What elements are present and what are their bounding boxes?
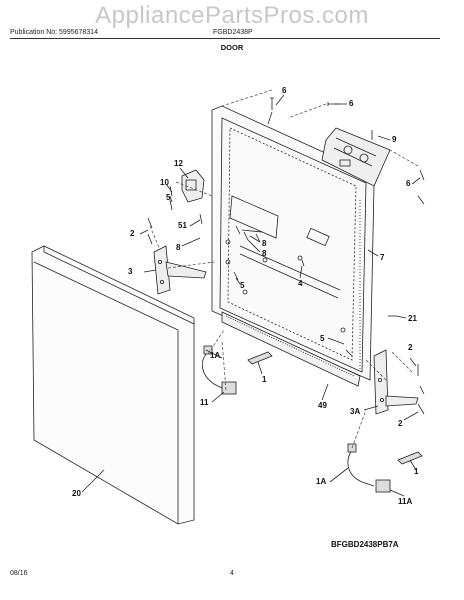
assembly-lines xyxy=(149,89,419,449)
callout-c5a: 5 xyxy=(166,193,171,202)
watermark: AppliancePartsPros.com xyxy=(95,2,369,29)
callout-c5b: 5 xyxy=(240,281,245,290)
callout-c1Aa: 1A xyxy=(210,351,220,360)
callout-c8b: 8 xyxy=(262,249,267,258)
callout-c3: 3 xyxy=(128,267,133,276)
left-hinge xyxy=(153,245,207,295)
callout-c6b: 6 xyxy=(349,99,354,108)
diagram-code: BFGBD2438PB7A xyxy=(331,540,399,549)
callout-c49: 49 xyxy=(318,401,327,410)
callout-c2b: 2 xyxy=(408,343,413,352)
callout-c7: 7 xyxy=(380,253,385,262)
callout-c10: 10 xyxy=(160,178,169,187)
door-gasket-strip xyxy=(221,311,361,387)
model-number: FGBD2438P xyxy=(213,29,253,36)
callout-c8a: 8 xyxy=(176,243,181,252)
right-hinge xyxy=(373,349,419,415)
footer-page-number: 4 xyxy=(230,570,234,577)
callout-leaders xyxy=(81,94,421,497)
callout-c5c: 5 xyxy=(320,334,325,343)
callout-c2c: 2 xyxy=(398,419,403,428)
callout-c8c: 8 xyxy=(262,239,267,248)
screws xyxy=(147,97,425,415)
callout-c9: 9 xyxy=(392,135,397,144)
publication-number: Publication No: 5995678314 xyxy=(10,29,98,36)
callout-c21: 21 xyxy=(408,314,417,323)
dispenser-assembly xyxy=(321,127,391,187)
callout-c3A: 3A xyxy=(350,407,360,416)
outer-door-panel xyxy=(31,245,195,525)
callout-c20: 20 xyxy=(72,489,81,498)
wire-harness-right xyxy=(347,443,423,493)
header-rule xyxy=(10,38,440,39)
callout-c1a: 1 xyxy=(262,375,267,384)
callout-c4: 4 xyxy=(298,279,303,288)
callout-c11a: 11 xyxy=(200,398,209,407)
callout-c2a: 2 xyxy=(130,229,135,238)
callout-c1b: 1 xyxy=(414,467,419,476)
diagram-title: DOOR xyxy=(220,43,244,52)
callout-c6a: 6 xyxy=(282,86,287,95)
callout-c51: 51 xyxy=(178,221,187,230)
callout-c11A: 11A xyxy=(398,497,412,506)
callout-c12: 12 xyxy=(174,159,183,168)
callout-c6c: 6 xyxy=(406,179,411,188)
callout-c1Ab: 1A xyxy=(316,477,326,486)
footer-date: 08/16 xyxy=(10,570,28,577)
